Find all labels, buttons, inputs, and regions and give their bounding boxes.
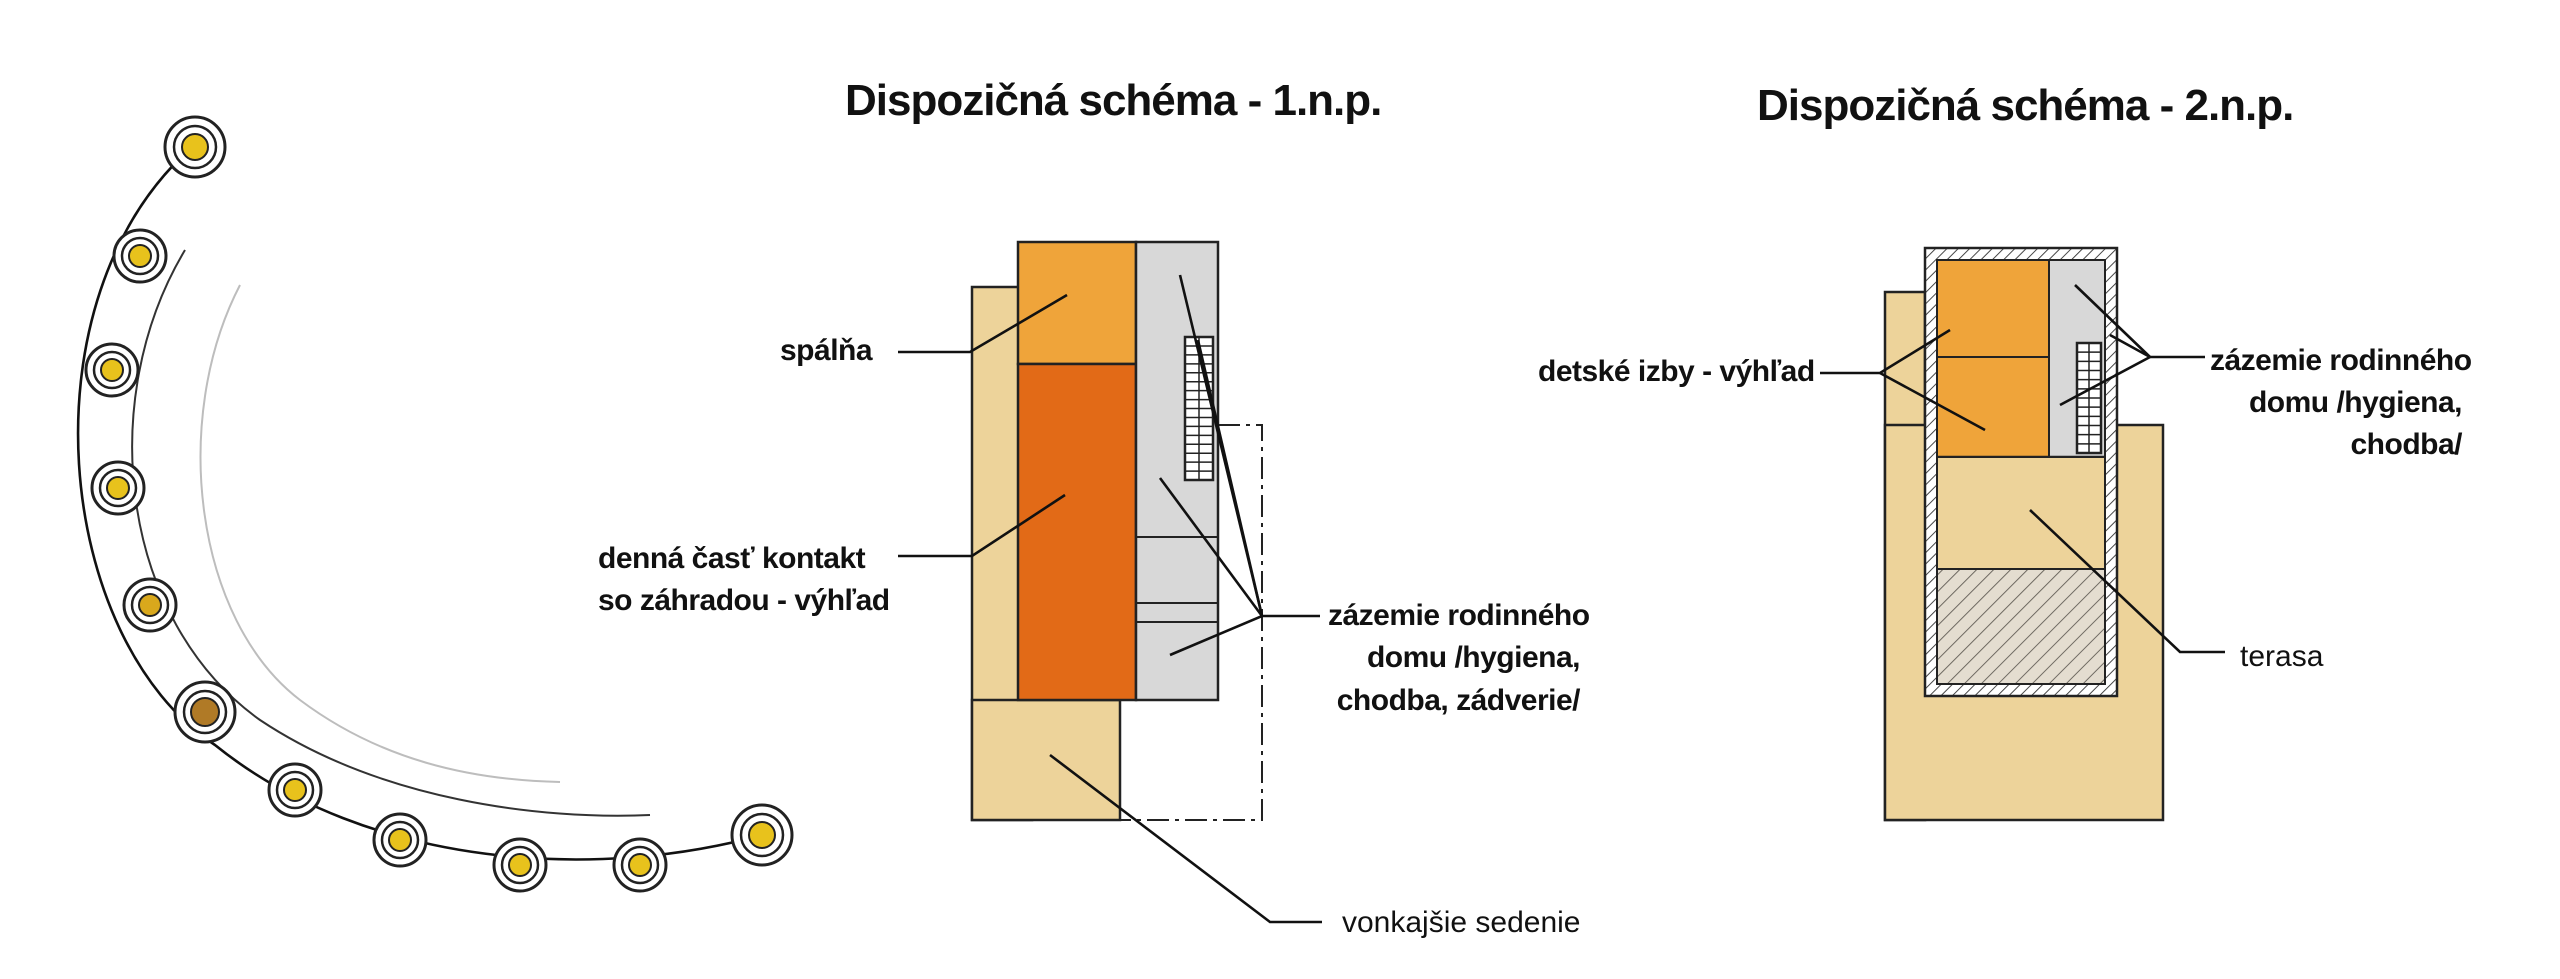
floor1-living [1016, 362, 1138, 702]
site-arc-inner-2 [199, 284, 561, 783]
floor1-label-living-line2: so záhradou - výhľad [598, 584, 890, 617]
house-marker-selected [173, 680, 237, 744]
house-markers [84, 115, 794, 893]
house-marker [730, 803, 794, 867]
floor2-staircase [2075, 341, 2103, 455]
floor1-staircase [1183, 335, 1215, 482]
floor2-label-terrace: terasa [2240, 640, 2324, 673]
floor2-terrace [1936, 456, 2106, 570]
floor1-label-outdoor: vonkajšie sedenie [1342, 906, 1581, 939]
floor2-kids-room-2 [1936, 356, 2050, 458]
house-marker [492, 837, 548, 893]
site-arc-inner-1 [131, 249, 651, 817]
floor2-label-service-line3: chodba/ [2350, 428, 2463, 461]
floor1-outdoor-seating [970, 698, 1122, 822]
house-marker [112, 228, 168, 284]
floor2-diagram: Dispozičná schéma - 2.n.p. detské izby -… [1538, 81, 2472, 822]
floor1-label-service-line3: chodba, zádverie/ [1337, 684, 1581, 717]
floor2-terrace-hatched [1936, 568, 2106, 685]
house-marker [90, 460, 146, 516]
house-marker [612, 837, 668, 893]
floor1-bedroom [1016, 240, 1138, 366]
floor1-label-bedroom: spálňa [780, 334, 873, 367]
house-marker [84, 342, 140, 398]
floor2-label-service-line1: zázemie rodinného [2210, 344, 2472, 377]
floor2-kids-room-1 [1936, 259, 2050, 358]
house-marker [163, 115, 227, 179]
site-arc-outer [76, 146, 763, 861]
floor2-label-service-line2: domu /hygiena, [2249, 386, 2462, 419]
floor1-diagram: Dispozičná schéma - 1.n.p. spálňa denná … [598, 76, 1590, 939]
house-marker [267, 762, 323, 818]
site-plan [76, 115, 794, 893]
floor1-dashdot-outline [1120, 424, 1263, 821]
floor1-label-living-line1: denná časť kontakt [598, 542, 866, 575]
floor1-label-service-line2: domu /hygiena, [1367, 641, 1580, 674]
floor1-title: Dispozičná schéma - 1.n.p. [845, 76, 1381, 125]
floor2-title: Dispozičná schéma - 2.n.p. [1757, 81, 2293, 130]
house-marker [372, 812, 428, 868]
house-marker [122, 577, 178, 633]
floor1-label-service-line1: zázemie rodinného [1328, 599, 1590, 632]
floor2-label-kids-rooms: detské izby - výhľad [1538, 355, 1815, 388]
